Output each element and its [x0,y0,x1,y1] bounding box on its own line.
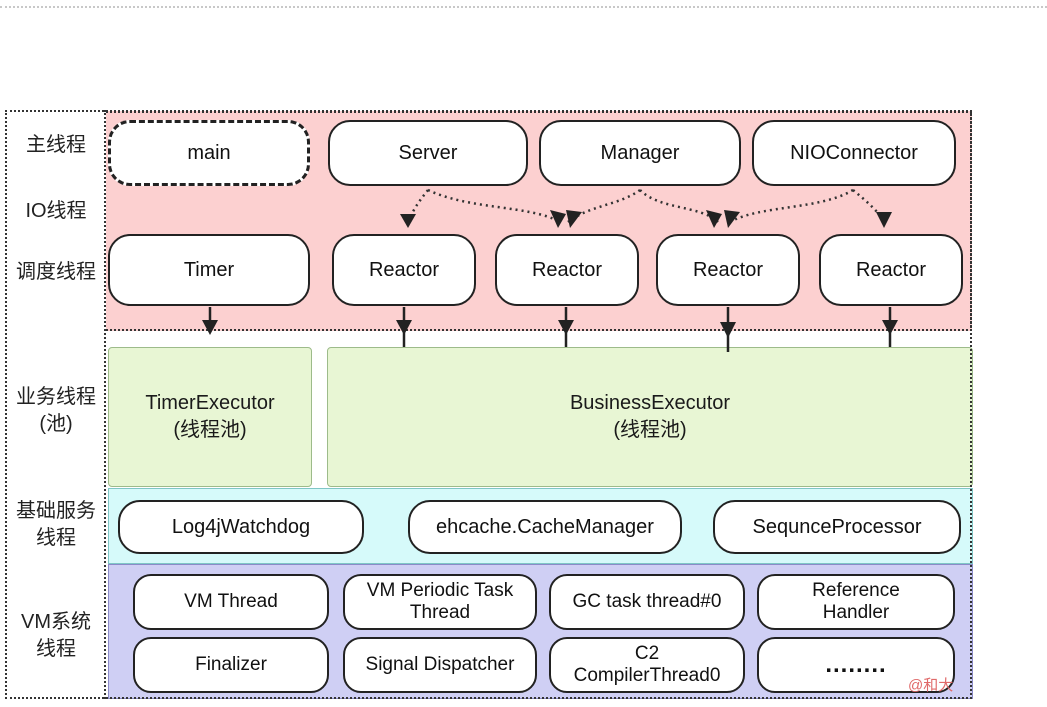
gc-task-thread-node: GC task thread#0 [549,574,745,630]
more-threads-ellipsis: ........ [757,637,955,693]
timer-node: Timer [108,234,310,306]
business-executor-title: BusinessExecutor [569,392,731,414]
label-io-thread: IO线程 [25,200,87,222]
label-vm-thread: VM系统 线程 [21,611,91,660]
ehcache-manager-node: ehcache.CacheManager [408,500,682,554]
reactor-node-1: Reactor [332,234,476,306]
reactor-node-4: Reactor [819,234,963,306]
vm-periodic-task-node: VM Periodic Task Thread [343,574,537,630]
watermark: @和大 [908,677,954,694]
timer-executor: TimerExecutor (线程池) [108,390,312,444]
sequence-processor-node: SequnceProcessor [713,500,961,554]
log4j-watchdog-node: Log4jWatchdog [118,500,364,554]
main-thread-node: main [108,120,310,186]
server-node: Server [328,120,528,186]
label-scheduler-thread: 调度线程 [16,261,96,283]
label-base-service-thread: 基础服务 线程 [16,500,96,549]
timer-executor-title: TimerExecutor [145,392,275,414]
reactor-node-2: Reactor [495,234,639,306]
business-executor-band [327,347,973,487]
nio-connector-node: NIOConnector [752,120,956,186]
reactor-node-3: Reactor [656,234,800,306]
timer-executor-band [108,347,312,487]
c2-compiler-thread-node: C2 CompilerThread0 [549,637,745,693]
signal-dispatcher-node: Signal Dispatcher [343,637,537,693]
label-column-divider [104,110,106,699]
top-dotted-rule [0,0,1047,8]
reference-handler-node: Reference Handler [757,574,955,630]
diagram-frame [5,110,972,699]
timer-executor-subtitle: (线程池) [173,419,247,441]
label-business-thread: 业务线程 (池) [16,386,96,435]
label-main-thread: 主线程 [26,134,86,156]
business-executor: BusinessExecutor (线程池) [327,390,973,444]
vm-thread-node: VM Thread [133,574,329,630]
business-executor-subtitle: (线程池) [613,419,687,441]
finalizer-node: Finalizer [133,637,329,693]
manager-node: Manager [539,120,741,186]
